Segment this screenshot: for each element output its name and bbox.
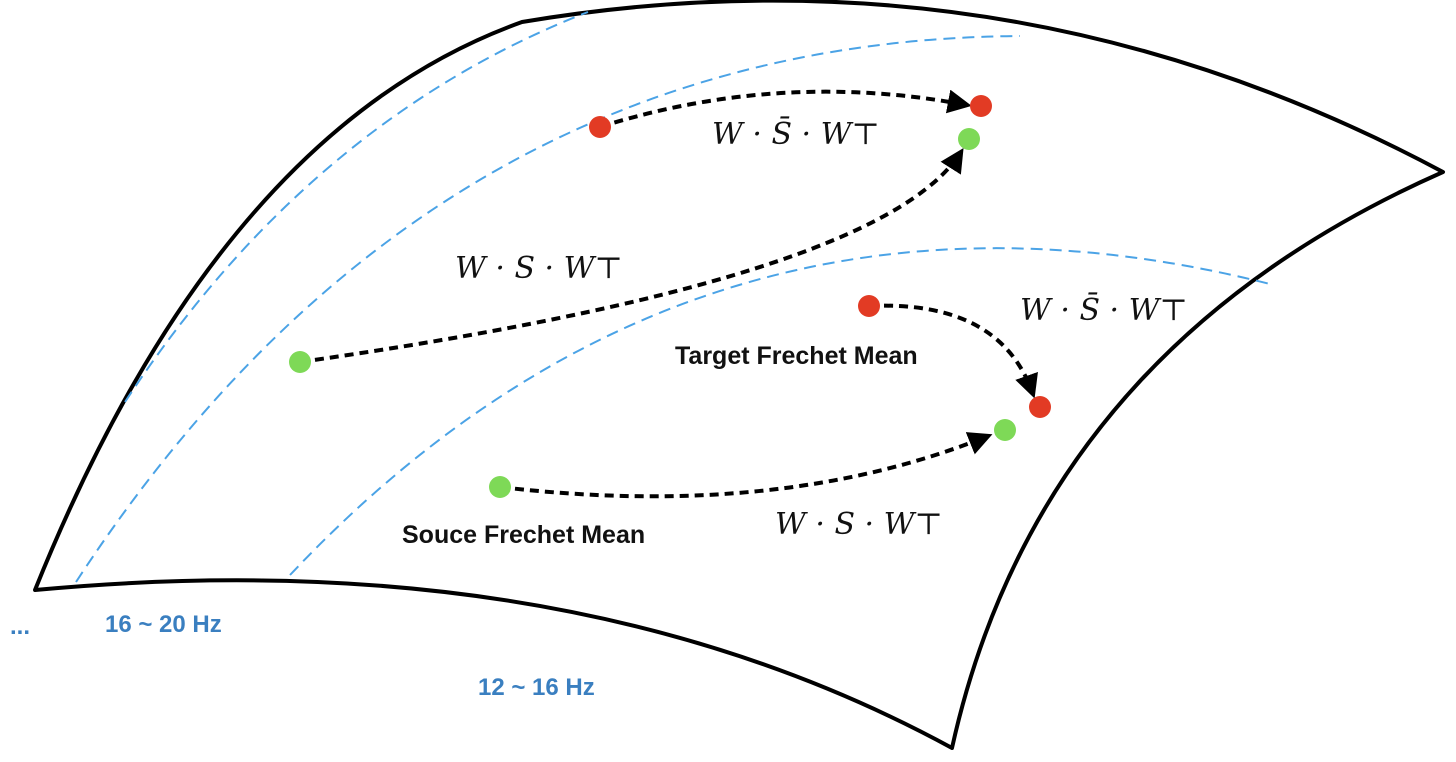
- source-mean-end: [994, 419, 1016, 441]
- arrow-bottom: [499, 432, 993, 499]
- band-boundary-2: [75, 35, 1021, 583]
- source-point-upper-end: [958, 128, 980, 150]
- source-mean-label: Souce Frechet Mean: [402, 521, 645, 549]
- target-mean-label: Target Frechet Mean: [675, 342, 918, 370]
- arrow-right: [868, 303, 1038, 399]
- target-point-upper-start: [589, 116, 611, 138]
- arrow-upper-left: [299, 147, 964, 364]
- formula-right: W · S̄ · W⊤: [1020, 292, 1188, 328]
- target-point-upper-end: [970, 95, 992, 117]
- formula-top: W · S̄ · W⊤: [712, 116, 880, 152]
- arrow-top: [599, 89, 972, 129]
- target-mean-end: [1029, 396, 1051, 418]
- formula-bottom: W · S · W⊤: [775, 507, 943, 542]
- source-mean-start: [489, 476, 511, 498]
- band-label-high: 16 ~ 20 Hz: [105, 611, 222, 638]
- band-boundary-3: [289, 247, 1271, 576]
- formula-upper-left: W · S · W⊤: [455, 251, 623, 286]
- manifold-surface: [33, 0, 1445, 750]
- frequency-band-boundaries: [75, 11, 1271, 583]
- source-point-upper-start: [289, 351, 311, 373]
- target-mean-start: [858, 295, 880, 317]
- transport-arrows: [299, 89, 1038, 499]
- band-label-low: 12 ~ 16 Hz: [478, 674, 595, 701]
- band-label-ellipsis: ...: [10, 613, 30, 640]
- band-boundary-1: [124, 11, 589, 403]
- points: [289, 95, 1051, 498]
